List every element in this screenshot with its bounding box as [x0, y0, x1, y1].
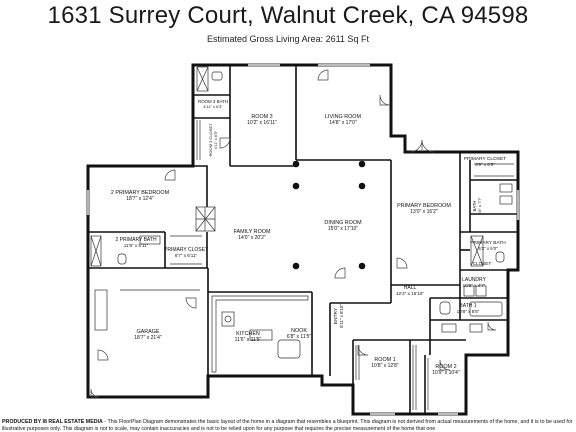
door-swings [90, 69, 497, 398]
family-room-dims: 14'0" x 20'2" [238, 235, 266, 241]
primary-bedroom-label: PRIMARY BEDROOM [397, 203, 451, 209]
room3-closet-label: ROOM 3 CLOSET [208, 123, 213, 156]
interior-walls [88, 65, 518, 414]
room3-bath-dims: 4'11" x 6'3" [203, 104, 223, 109]
hall-label: HALL [404, 285, 417, 291]
primary-bath-dims: 5'2" x 6'0" [478, 246, 498, 251]
room2-label: ROOM 2 [435, 364, 456, 370]
entry-label: ENTRY [333, 307, 339, 324]
window-lines [86, 63, 520, 416]
primary-bath-2-label: 2 PRIMARY BATH [115, 237, 157, 243]
bath1-dims: 10'8" x 5'5" [457, 309, 480, 314]
primary-bedroom-2-dims: 18'7" x 12'4" [126, 196, 154, 202]
closet-label: CLOSET [473, 261, 492, 266]
primary-closet-label: PRIMARY CLOSET [464, 156, 506, 162]
room1-label: ROOM 1 [374, 357, 395, 363]
primary-closet-2-label: PRIMARY CLOSET [164, 247, 208, 253]
windows [87, 64, 519, 415]
page-subtitle: Estimated Gross Living Area: 2611 Sq Ft [207, 34, 369, 44]
kitchen-dims: 11'6" x 11'5" [235, 337, 262, 343]
room1-dims: 10'8" x 12'8" [371, 363, 399, 369]
nook-label: NOOK [291, 328, 307, 334]
garage-label: GARAGE [136, 329, 159, 335]
primary-bedroom-dims: 13'0" x 16'2" [410, 209, 438, 215]
room3-dims: 10'2" x 16'11" [247, 120, 277, 126]
family-room-label: FAMILY ROOM [234, 229, 271, 235]
primary-closet-dims: 8'9" x 6'5" [475, 162, 495, 167]
page-title: 1631 Surrey Court, Walnut Creek, CA 9459… [47, 2, 529, 29]
living-room-dims: 14'8" x 17'0" [329, 120, 357, 126]
garage-dims: 18'7" x 21'4" [134, 335, 162, 341]
patio-doors [409, 139, 435, 153]
footer-disclaimer-text: - This FloorPlan Diagram demonstrates th… [2, 419, 573, 432]
nook-dims: 6'8" x 11'5" [287, 334, 311, 340]
room3-bath-label: ROOM 3 BATH [198, 99, 228, 104]
room-labels: ROOM 3 10'2" x 16'11" LIVING ROOM 14'8" … [111, 99, 506, 376]
structural-posts [292, 160, 366, 270]
laundry-label: LAUNDRY [462, 277, 486, 283]
bath1-label: BATH 1 [459, 303, 476, 309]
hall-dims: 12'4" x 15'10" [396, 291, 424, 296]
bath-vanity-dims: 5'8" x 7'7" [477, 197, 482, 215]
footer-disclaimer: PRODUCED BY I8 REAL ESTATE MEDIA - This … [2, 419, 574, 432]
primary-closet-2-dims: 6'7" x 6'11" [175, 253, 198, 258]
living-room-label: LIVING ROOM [325, 114, 361, 120]
room3-label: ROOM 3 [251, 114, 272, 120]
footer-producer: PRODUCED BY I8 REAL ESTATE MEDIA [2, 419, 103, 425]
room3-closet-dims: 4'11" x 6'5" [214, 130, 218, 149]
fixtures [90, 66, 514, 410]
kitchen-label: KITCHEN [236, 331, 260, 337]
dining-room-label: DINING ROOM [324, 220, 362, 226]
primary-bedroom-2-label: 2 PRIMARY BEDROOM [111, 190, 170, 196]
dining-room-dims: 15'0" x 17'10" [328, 226, 358, 232]
bath-vanity-label: BATH [472, 201, 477, 212]
entry-dims: 5'11" x 8'10" [339, 304, 344, 328]
primary-bath-label: PRIMARY BATH [470, 240, 506, 246]
laundry-dims: 10'9" x 4'7" [463, 283, 486, 288]
room2-dims: 10'9" x 10'4" [432, 370, 460, 376]
primary-bath-2-dims: 11'9" x 5'11" [124, 243, 149, 248]
